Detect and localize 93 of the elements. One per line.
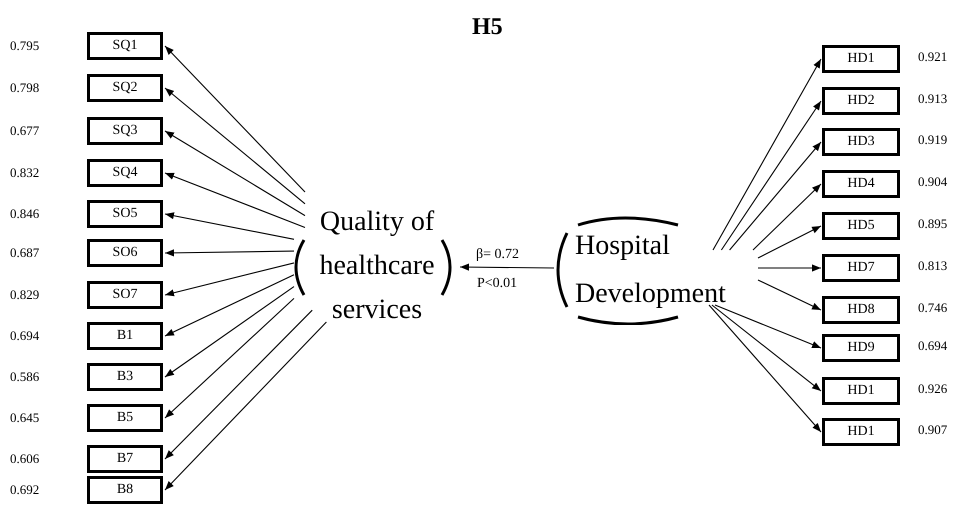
arrow [729,142,822,250]
indicator-box [87,239,163,267]
indicator-label: SQ2 [112,80,138,96]
indicator-label: HD1 [847,424,875,440]
arrow [708,304,822,432]
indicator-box [822,128,900,156]
loading-value: 0.919 [918,132,948,148]
indicator-box [87,74,163,102]
indicator-label: B7 [116,451,134,467]
arrow [164,212,294,240]
loading-value: 0.913 [918,91,948,107]
arrow [712,304,822,392]
indicator-box [87,32,163,60]
indicator-box [87,159,163,187]
latent-variable-label: Hospital Development [575,229,727,311]
indicator-label: HD9 [847,340,875,356]
loading-value: 0.677 [10,123,40,139]
arrow [460,264,554,271]
diagram-title: H5 [472,14,503,41]
indicator-box [822,212,900,240]
loading-value: 0.645 [10,410,40,426]
loading-value: 0.798 [10,80,40,96]
arrow [714,304,822,348]
indicator-label: HD5 [847,218,875,234]
loading-value: 0.687 [10,245,40,261]
arrow [164,322,327,490]
indicator-box [822,334,900,362]
indicator-label: SO6 [112,245,138,261]
loading-value: 0.904 [918,174,948,190]
indicator-box [87,117,163,145]
indicator-label: SQ4 [112,165,138,181]
arrow [164,46,306,192]
arrow [164,274,294,336]
indicator-label: HD1 [847,383,875,399]
indicator-label: B3 [116,369,134,385]
arrow [758,226,822,258]
arrow [752,184,822,250]
indicator-label: HD4 [847,176,875,192]
latent-variable-label: Quality of healthcare services [318,205,436,327]
loading-value: 0.694 [10,328,40,344]
indicator-box [87,200,163,228]
loading-value: 0.746 [918,300,948,316]
indicator-label: HD3 [847,134,875,150]
arrow [712,58,822,250]
indicator-box [822,254,900,282]
arrow [758,280,822,310]
indicator-label: SO5 [112,206,138,222]
indicator-label: SO7 [112,287,138,303]
indicator-box [87,476,163,504]
indicator-box [87,404,163,432]
loading-value: 0.832 [10,165,40,181]
loading-value: 0.926 [918,381,948,397]
indicator-label: HD7 [847,260,875,276]
indicator-box [822,296,900,324]
loading-value: 0.586 [10,369,40,385]
arrow [164,298,294,418]
indicator-label: B5 [116,410,134,426]
indicator-label: SQ3 [112,123,138,139]
indicator-label: B1 [116,328,134,344]
edge-label: β= 0.72 [476,247,520,263]
indicator-label: SQ1 [112,38,138,54]
indicator-label: HD1 [847,51,875,67]
indicator-box [822,45,900,73]
indicator-box [87,363,163,391]
arrow [164,286,294,378]
loading-value: 0.606 [10,451,40,467]
indicator-box [822,418,900,446]
loading-value: 0.829 [10,287,40,303]
loading-value: 0.795 [10,38,40,54]
arrow [165,249,294,256]
loading-value: 0.907 [918,422,948,438]
loading-value: 0.694 [918,338,948,354]
indicator-box [87,281,163,309]
indicator-box [822,170,900,198]
arrow [164,130,306,216]
loading-value: 0.895 [918,216,948,232]
arrow [758,264,821,272]
indicator-box [822,87,900,115]
loading-value: 0.813 [918,258,948,274]
indicator-box [87,445,163,473]
indicator-box [822,377,900,405]
loading-value: 0.692 [10,482,40,498]
arrow [164,262,294,296]
indicator-label: B8 [116,482,134,498]
indicator-label: HD2 [847,93,875,109]
loading-value: 0.846 [10,206,40,222]
indicator-box [87,322,163,350]
arrow [720,100,822,250]
arrow [164,88,306,204]
indicator-label: HD8 [847,302,875,318]
arrow [164,310,313,460]
arrow [164,172,306,228]
loading-value: 0.921 [918,49,948,65]
